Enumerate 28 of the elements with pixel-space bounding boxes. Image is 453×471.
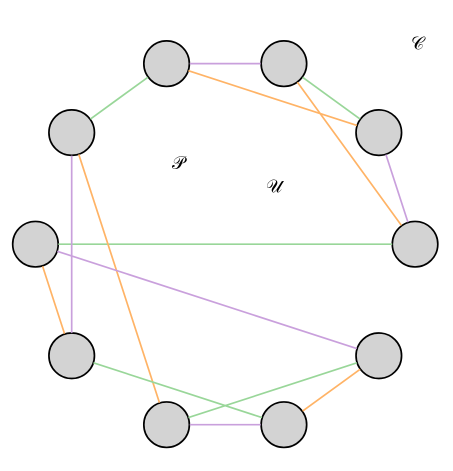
connector	[90, 76, 148, 120]
connector	[58, 242, 392, 245]
node-circle	[48, 332, 96, 379]
connector	[188, 362, 358, 418]
node-circle	[142, 400, 190, 448]
connector	[78, 154, 160, 402]
node-circle	[48, 108, 96, 156]
connector	[42, 265, 66, 334]
connector	[302, 76, 361, 120]
connector	[296, 81, 402, 226]
connector	[385, 154, 409, 222]
label: 𝒰	[266, 176, 282, 198]
label: 𝒞	[411, 32, 424, 54]
label: 𝒫	[172, 152, 186, 174]
connector	[190, 62, 261, 64]
connector	[190, 423, 261, 426]
connector	[302, 368, 361, 412]
node-circle	[391, 220, 439, 268]
connector	[70, 155, 73, 332]
connector	[93, 362, 262, 418]
connector	[57, 250, 358, 349]
node-circle	[142, 40, 190, 87]
node-circle	[260, 400, 308, 448]
node-circle	[260, 40, 308, 87]
node-circle	[12, 220, 60, 268]
node-circle	[355, 332, 402, 379]
node-circle	[355, 108, 402, 156]
connector	[188, 69, 358, 126]
